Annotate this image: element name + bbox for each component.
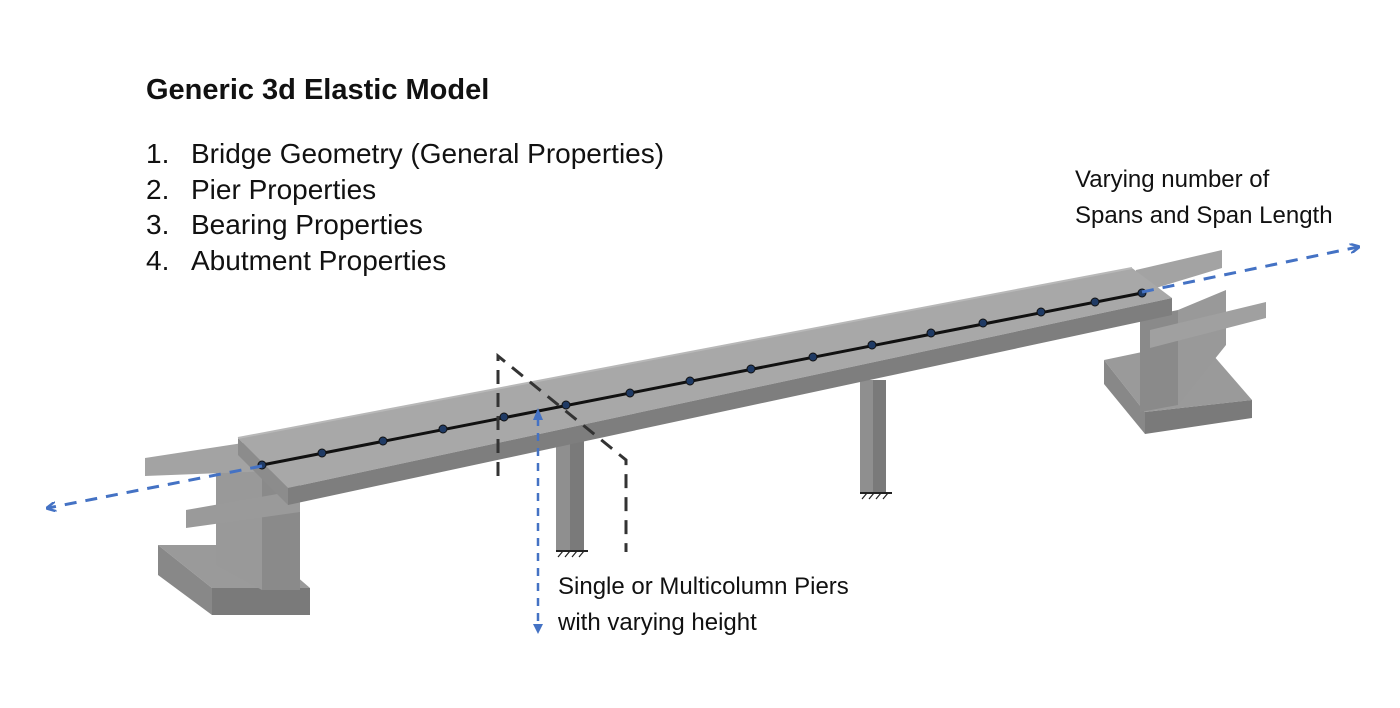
node-point [1036, 307, 1046, 317]
piers-callout-line: Single or Multicolumn Piers [558, 573, 849, 600]
node-point [317, 448, 327, 458]
pier-1-hatch [557, 550, 585, 558]
node-point [685, 376, 695, 386]
deck-end-face [238, 438, 288, 505]
pier-height-arrow-head-bottom [533, 624, 543, 634]
pier-1-column-shade [570, 432, 584, 550]
property-list: 1.Bridge Geometry (General Properties) 2… [146, 136, 664, 278]
node-point [808, 352, 818, 362]
piers-callout-line: with varying height [558, 609, 757, 636]
node-point [438, 424, 448, 434]
node-point [625, 388, 635, 398]
pier-1 [556, 432, 588, 558]
node-point [978, 318, 988, 328]
property-item: 1.Bridge Geometry (General Properties) [146, 138, 665, 169]
centerline-nodes [257, 288, 1147, 470]
span-arrow-left [48, 464, 263, 508]
bridge-deck [237, 267, 1172, 505]
property-item: 3.Bearing Properties [146, 209, 423, 240]
property-label: Bearing Properties [191, 209, 423, 240]
right-abutment-wingwall [1150, 302, 1266, 348]
property-label: Bridge Geometry (General Properties) [191, 138, 665, 169]
spans-callout-line: Varying number of [1075, 166, 1270, 193]
deck-side-face [288, 298, 1172, 505]
spans-callout: Varying number of Spans and Span Length [1075, 162, 1333, 234]
property-item: 2.Pier Properties [146, 173, 377, 205]
node-point [926, 328, 936, 338]
pier-2 [860, 380, 892, 500]
piers-callout: Single or Multicolumn Piers with varying… [558, 569, 849, 641]
spans-callout-line: Spans and Span Length [1075, 202, 1333, 229]
section-cut-outline [496, 352, 628, 552]
node-point [499, 412, 509, 422]
node-point [746, 364, 756, 374]
node-point [1090, 297, 1100, 307]
pier-height-arrow-head-top [533, 408, 543, 420]
deck-edge-highlight [237, 267, 1133, 439]
pier-2-hatch [861, 492, 889, 500]
left-abutment-footing-side [158, 545, 212, 615]
right-abutment-footing-side [1104, 360, 1145, 434]
right-abutment-footing-front [1145, 400, 1252, 434]
span-arrow-right [1141, 247, 1358, 294]
right-abutment [1104, 250, 1266, 434]
left-abutment-wingwall [186, 490, 300, 528]
node-point [378, 436, 388, 446]
right-abutment-cap [1136, 250, 1222, 294]
property-label: Abutment Properties [191, 244, 447, 276]
property-label: Pier Properties [191, 173, 377, 205]
node-point [561, 400, 571, 410]
deck-centerline [261, 291, 1143, 467]
left-abutment [145, 440, 310, 615]
node-point [867, 340, 877, 350]
property-item: 4.Abutment Properties [146, 244, 447, 276]
left-abutment-footing-front [212, 588, 310, 615]
pier-2-column-shade [873, 380, 886, 492]
diagram-title: Generic 3d Elastic Model [146, 74, 490, 106]
